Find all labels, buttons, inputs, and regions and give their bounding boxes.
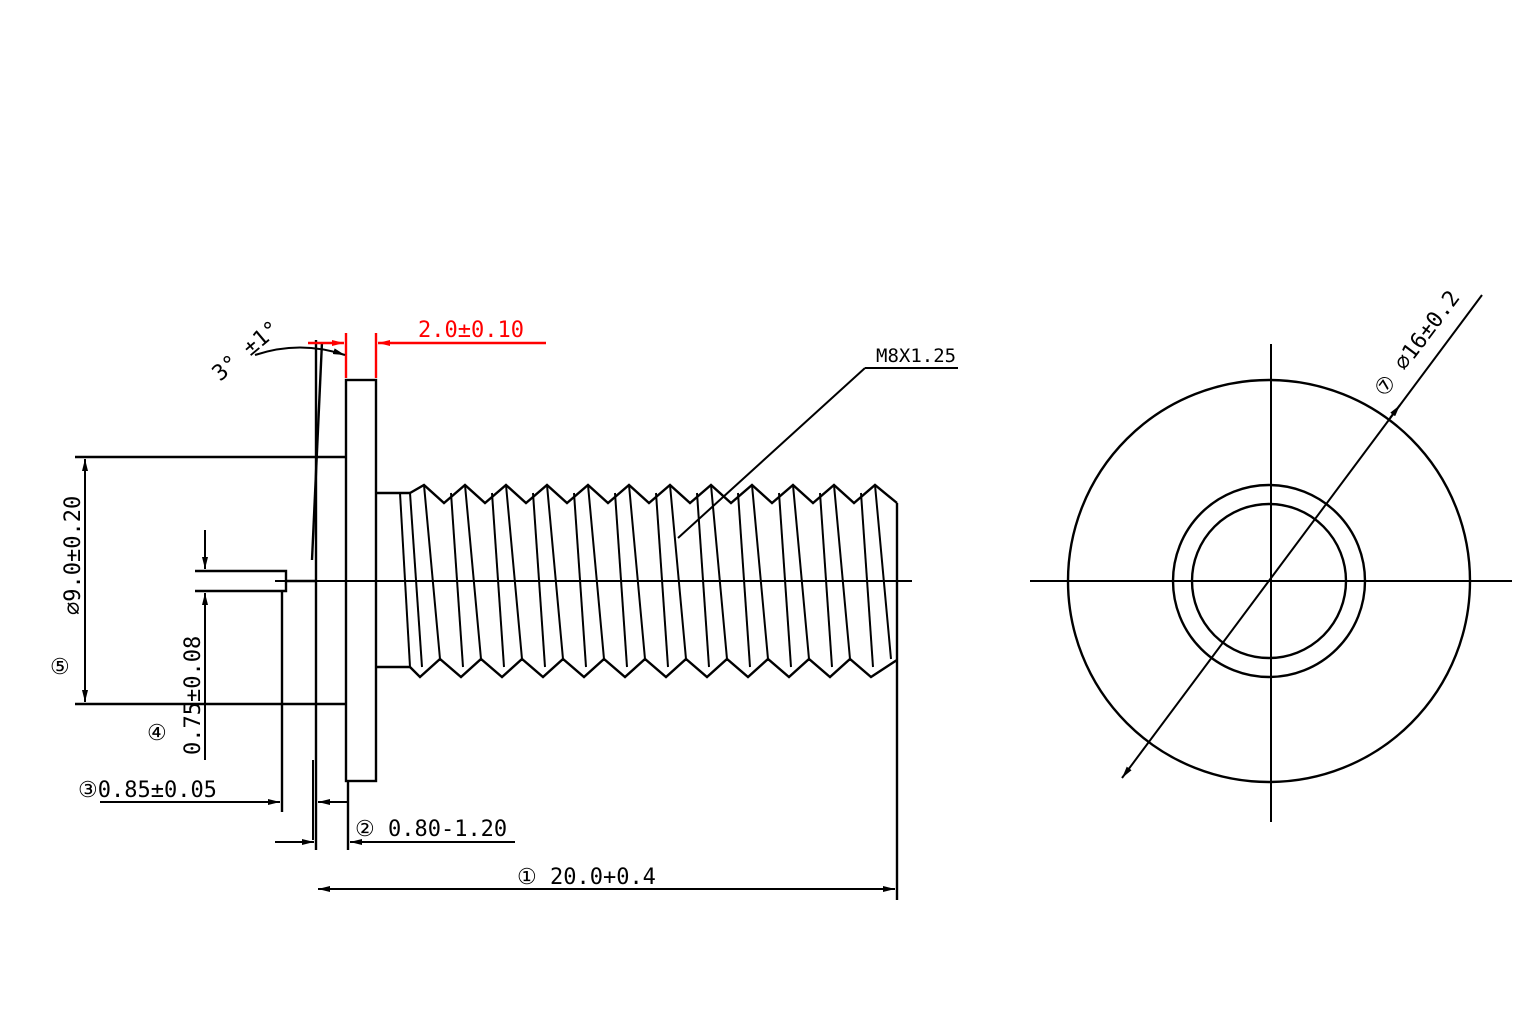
thread-line <box>792 484 810 660</box>
thread-line <box>614 492 628 668</box>
dim-5-marker: ⑤ <box>50 655 70 680</box>
thread-line <box>399 492 411 668</box>
thread-line <box>628 484 646 660</box>
diameter-9-label: ⌀9.0±0.20 <box>61 496 86 615</box>
thread-line <box>696 492 710 668</box>
thread-line <box>464 484 482 660</box>
dim-2-label: ② 0.80-1.20 <box>355 817 507 842</box>
thread-line <box>491 492 505 668</box>
thread-line <box>505 484 523 660</box>
dim-3-label: ③0.85±0.05 <box>78 778 217 803</box>
thread-spec-label: M8X1.25 <box>876 345 956 367</box>
threaded-shank <box>376 483 899 900</box>
thread-line <box>546 484 564 660</box>
thread-line <box>860 492 874 668</box>
thread-line <box>409 492 423 668</box>
thread-line <box>669 484 687 660</box>
thread-line <box>819 492 833 668</box>
head-profile <box>195 340 350 850</box>
flange <box>344 378 378 783</box>
thread-line <box>450 492 464 668</box>
thread-line <box>655 492 669 668</box>
end-view: ⑦ ⌀16±0.2 <box>1030 286 1512 822</box>
side-view: ⌀9.0±0.20 ⑤ 0.75±0.08 ④ ③0.85±0.05 ② 0.8… <box>50 316 958 900</box>
thread-line <box>710 484 728 660</box>
thread-line <box>423 484 441 660</box>
thread-line <box>737 492 751 668</box>
diameter-16-label: ⑦ ⌀16±0.2 <box>1370 286 1466 401</box>
thread-line <box>751 484 769 660</box>
head-width-label: 2.0±0.10 <box>418 318 524 343</box>
dim-4-marker: ④ <box>147 721 167 746</box>
thread-line <box>532 492 546 668</box>
thickness-075-label: 0.75±0.08 <box>181 636 206 755</box>
thread-line <box>778 492 792 668</box>
thread-line <box>833 484 851 660</box>
thread-line <box>874 484 892 660</box>
thread-line <box>587 484 605 660</box>
angle-label: 3° ±1° <box>208 316 285 386</box>
thread-line <box>573 492 587 668</box>
dim-1-label: ① 20.0+0.4 <box>517 865 656 890</box>
